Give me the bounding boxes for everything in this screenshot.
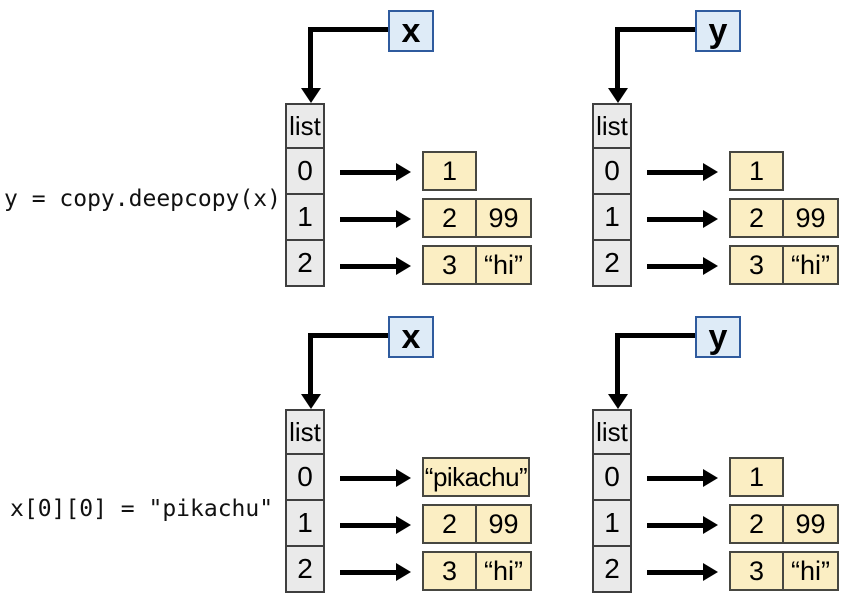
list-index-0: 0 [287, 147, 323, 193]
value-cell: “hi” [477, 551, 532, 591]
value-cell: “hi” [784, 551, 839, 591]
pointer-arrow-row0 [340, 170, 397, 175]
pointer-line-vertical [308, 27, 313, 88]
arrowhead-right-icon [703, 210, 718, 228]
pointer-arrow-row1 [647, 523, 704, 528]
value-cell: 99 [784, 504, 839, 544]
pointer-arrow-row0 [647, 476, 704, 481]
list-object: list 0 1 2 [592, 103, 632, 287]
value-row: 3 “hi” [729, 245, 839, 285]
list-object: list 0 1 2 [592, 409, 632, 593]
value-cell: 99 [784, 198, 839, 238]
code-line-assignment: x[0][0] = "pikachu" [10, 496, 274, 522]
value-cell: 1 [729, 151, 784, 191]
list-type-label: list [289, 110, 321, 141]
value-row: 1 [729, 457, 784, 497]
arrowhead-down-icon [608, 88, 628, 103]
value-row: 2 99 [422, 504, 532, 544]
pointer-line-horizontal [617, 333, 695, 338]
value-cell: 99 [477, 504, 532, 544]
arrowhead-down-icon [301, 88, 321, 103]
variable-box-x: x [388, 10, 434, 52]
list-index-0: 0 [594, 147, 630, 193]
arrowhead-right-icon [396, 563, 411, 581]
value-cell: “hi” [784, 245, 839, 285]
pointer-arrow-row0 [340, 476, 397, 481]
list-type-label: list [596, 416, 628, 447]
value-cell: 2 [422, 198, 477, 238]
arrowhead-down-icon [301, 394, 321, 409]
value-row: 2 99 [729, 198, 839, 238]
arrowhead-down-icon [608, 394, 628, 409]
value-cell: 1 [422, 151, 477, 191]
pointer-line-horizontal [310, 333, 388, 338]
value-cell: “hi” [477, 245, 532, 285]
arrowhead-right-icon [703, 257, 718, 275]
variable-box-y: y [695, 316, 741, 358]
value-cell: 3 [729, 245, 784, 285]
list-index-0: 0 [594, 453, 630, 499]
list-index-2: 2 [287, 239, 323, 285]
list-object: list 0 1 2 [285, 103, 325, 287]
pointer-line-horizontal [617, 27, 695, 32]
pointer-arrow-row2 [340, 570, 397, 575]
value-cell: 3 [729, 551, 784, 591]
list-object: list 0 1 2 [285, 409, 325, 593]
arrowhead-right-icon [396, 210, 411, 228]
pointer-arrow-row2 [647, 570, 704, 575]
list-index-2: 2 [287, 545, 323, 591]
value-cell: 2 [422, 504, 477, 544]
pointer-arrow-row1 [647, 217, 704, 222]
list-index-2: 2 [594, 239, 630, 285]
variable-box-y: y [695, 10, 741, 52]
arrowhead-right-icon [703, 163, 718, 181]
arrowhead-right-icon [703, 469, 718, 487]
value-cell: 99 [477, 198, 532, 238]
list-index-1: 1 [287, 499, 323, 545]
value-row: 3 “hi” [422, 551, 532, 591]
list-index-1: 1 [287, 193, 323, 239]
diagram-panel-bottom-y: y list 0 1 2 1 2 99 3 “hi” [307, 306, 846, 605]
value-cell: 3 [422, 551, 477, 591]
pointer-line-vertical [615, 27, 620, 88]
value-cell: 3 [422, 245, 477, 285]
pointer-arrow-row2 [340, 264, 397, 269]
list-index-0: 0 [287, 453, 323, 499]
value-row: 1 [422, 151, 477, 191]
code-line-deepcopy: y = copy.deepcopy(x) [4, 186, 281, 212]
value-row: 2 99 [422, 198, 532, 238]
value-row: 3 “hi” [729, 551, 839, 591]
pointer-arrow-row0 [647, 170, 704, 175]
value-row: 2 99 [729, 504, 839, 544]
arrowhead-right-icon [396, 469, 411, 487]
variable-box-x: x [388, 316, 434, 358]
pointer-arrow-row1 [340, 523, 397, 528]
list-index-2: 2 [594, 545, 630, 591]
pointer-arrow-row1 [340, 217, 397, 222]
arrowhead-right-icon [703, 563, 718, 581]
pointer-line-horizontal [310, 27, 388, 32]
diagram-panel-bottom-x: x list 0 1 2 “pikachu” 2 99 3 “hi” [0, 306, 539, 605]
value-row: “pikachu” [422, 457, 530, 497]
list-type-label: list [289, 416, 321, 447]
diagram-panel-top-y: y list 0 1 2 1 2 99 3 “hi” [307, 0, 846, 300]
pointer-line-vertical [615, 333, 620, 394]
arrowhead-right-icon [703, 516, 718, 534]
arrowhead-right-icon [396, 516, 411, 534]
value-cell: 2 [729, 504, 784, 544]
diagram-panel-top-x: x list 0 1 2 1 2 99 3 “hi” [0, 0, 539, 300]
value-row: 1 [729, 151, 784, 191]
list-index-1: 1 [594, 193, 630, 239]
arrowhead-right-icon [396, 163, 411, 181]
list-type-label: list [596, 110, 628, 141]
value-cell: 2 [729, 198, 784, 238]
pointer-arrow-row2 [647, 264, 704, 269]
list-index-1: 1 [594, 499, 630, 545]
value-cell-pikachu: “pikachu” [422, 457, 530, 497]
arrowhead-right-icon [396, 257, 411, 275]
value-row: 3 “hi” [422, 245, 532, 285]
value-cell: 1 [729, 457, 784, 497]
pointer-line-vertical [308, 333, 313, 394]
